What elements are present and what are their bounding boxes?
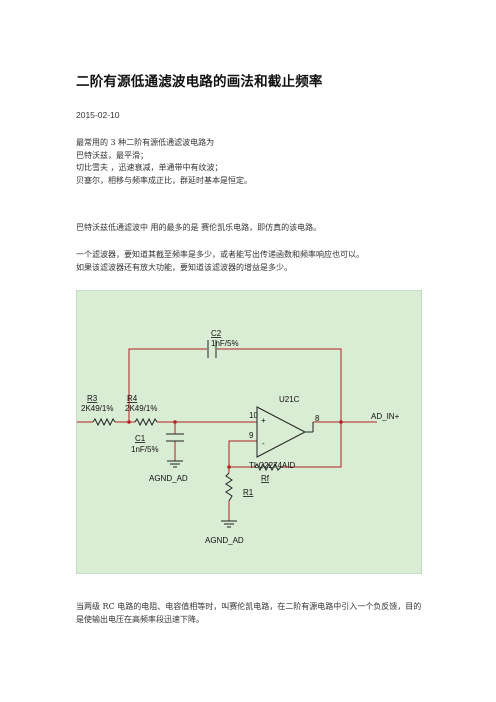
junction-node2	[173, 420, 177, 424]
opamp-part-label: TLC2274AID	[249, 461, 295, 470]
capacitor-c1	[166, 433, 184, 442]
schematic-drawing: C2 1nF/5% R3 2K49/1% R4 2K49/1% C1 1nF/5…	[77, 329, 400, 545]
opamp-u21c	[256, 406, 314, 458]
c2-name-label: C2	[211, 329, 222, 338]
r4-name-label: R4	[127, 394, 138, 403]
rf-name-label: Rf	[261, 474, 270, 483]
resistor-rf	[254, 462, 282, 472]
resistor-r4	[134, 417, 158, 427]
intro-line: 最常用的 3 种二阶有源低通滤波电路为	[76, 138, 215, 147]
c1-value-label: 1nF/5%	[131, 445, 159, 454]
sallen-key-paragraph: 当两级 RC 电路的电阻、电容值相等时，叫赛伦凯电路，在二阶有源电路中引入一个负…	[76, 602, 422, 624]
cutoff-line: 如果该滤波器还有放大功能，要知道该滤波器的增益是多少。	[76, 262, 292, 272]
r4-value-label: 2K49/1%	[125, 404, 157, 413]
r1-name-label: R1	[243, 488, 254, 497]
intro-line: 巴特沃兹，最平滑；	[76, 150, 148, 160]
cutoff-paragraph: 一个滤波器，要知道其截至频率是多少，或者能写出传递函数和频率响应也可以。 如果该…	[76, 249, 364, 274]
article-title: 二阶有源低通滤波电路的画法和截止频率	[76, 74, 323, 90]
c1-name-label: C1	[135, 434, 146, 443]
junction-output	[339, 420, 343, 424]
ground-symbol-r1	[221, 520, 237, 528]
butterworth-paragraph: 巴特沃兹低通滤波中 用的最多的是 赛伦凯乐电路，即仿真的该电路。	[76, 223, 322, 232]
resistor-r3	[92, 417, 116, 427]
intro-line: 贝塞尔，相移与频率成正比，群延时基本是恒定。	[76, 175, 252, 185]
junction-dots	[127, 420, 343, 469]
capacitor-c2	[207, 340, 217, 358]
intro-paragraph: 最常用的 3 种二阶有源低通滤波电路为 巴特沃兹，最平滑； 切比雪夫 ，迅速衰减…	[76, 137, 252, 187]
opamp-name-label: U21C	[279, 395, 300, 404]
pin-plus-number: 10	[249, 411, 258, 420]
ground-symbol-c1	[167, 460, 183, 468]
opamp-plus-sign: +	[261, 416, 266, 425]
net-output-label: AD_IN+	[371, 412, 400, 421]
r3-value-label: 2K49/1%	[81, 404, 113, 413]
agnd-label-bottom: AGND_AD	[205, 536, 244, 545]
resistor-r1	[225, 472, 233, 502]
opamp-minus-sign: -	[262, 439, 265, 448]
schematic-wires	[77, 348, 377, 521]
pin-minus-number: 9	[249, 431, 254, 440]
intro-line: 切比雪夫 ，迅速衰减，单通带中有纹波；	[76, 163, 223, 172]
junction-node1	[127, 420, 131, 424]
junction-node3	[227, 465, 231, 469]
cutoff-line: 一个滤波器，要知道其截至频率是多少，或者能写出传递函数和频率响应也可以。	[76, 250, 364, 259]
r3-name-label: R3	[87, 394, 98, 403]
filter-schematic: C2 1nF/5% R3 2K49/1% R4 2K49/1% C1 1nF/5…	[76, 290, 422, 574]
article-date: 2015-02-10	[76, 110, 120, 120]
c2-value-label: 1nF/5%	[211, 339, 239, 348]
pin-output-number: 8	[315, 414, 320, 423]
agnd-label-top: AGND_AD	[149, 474, 188, 483]
